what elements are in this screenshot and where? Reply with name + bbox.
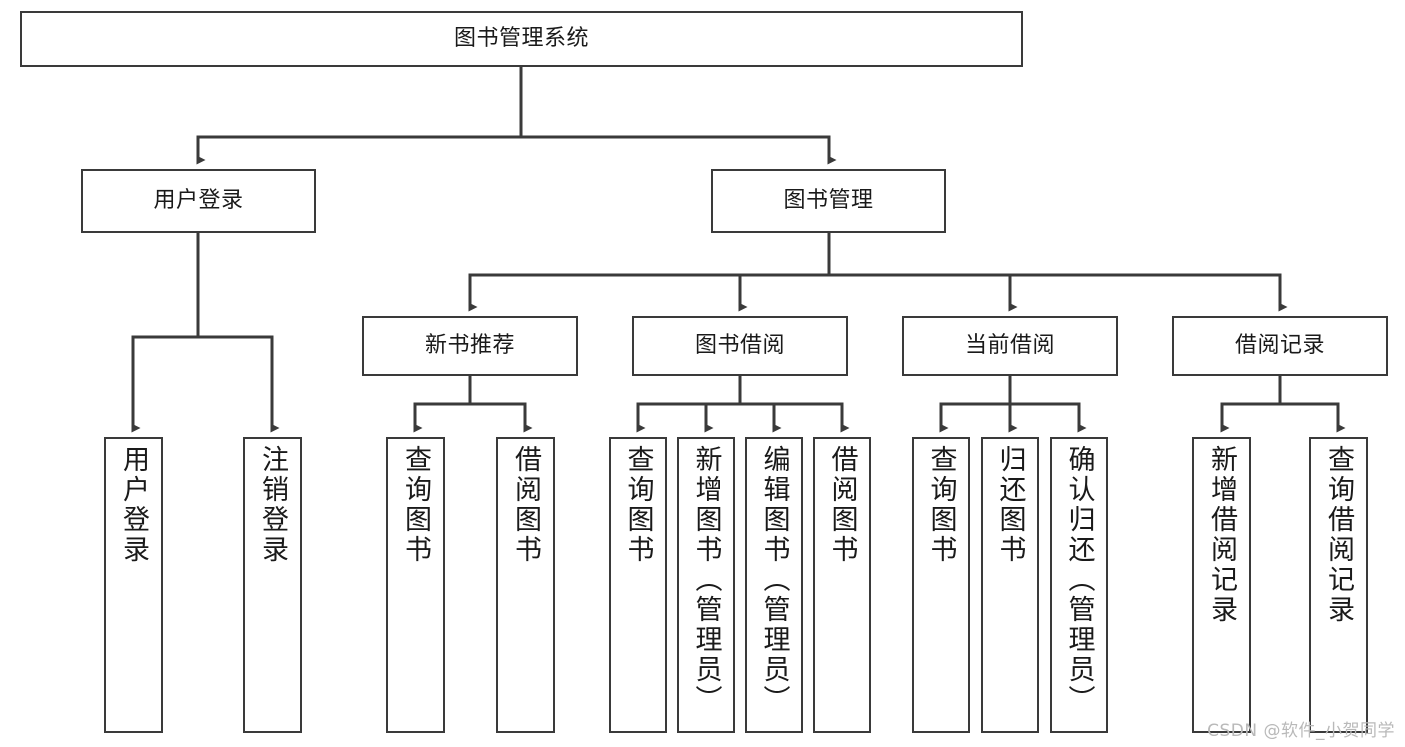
leaf-borrow-book-2[interactable]: 借阅图书	[813, 437, 871, 733]
leaf-query-borrow-record-label: 查询借阅记录	[1323, 445, 1354, 625]
leaf-borrow-book-2-label: 借阅图书	[826, 445, 858, 565]
node-user-login[interactable]: 用户登录	[81, 169, 316, 233]
node-new-book-recommend[interactable]: 新书推荐	[362, 316, 578, 376]
node-current-borrow-label: 当前借阅	[964, 332, 1055, 358]
leaf-add-borrow-record[interactable]: 新增借阅记录	[1192, 437, 1251, 733]
node-borrow-record[interactable]: 借阅记录	[1172, 316, 1388, 376]
leaf-user-login-label: 用户登录	[118, 445, 149, 565]
node-new-book-recommend-label: 新书推荐	[424, 332, 515, 358]
leaf-query-book-3[interactable]: 查询图书	[912, 437, 970, 733]
node-root-label: 图书管理系统	[453, 25, 589, 51]
node-current-borrow[interactable]: 当前借阅	[902, 316, 1118, 376]
leaf-logout-login-label: 注销登录	[257, 445, 288, 565]
leaf-add-book-admin[interactable]: 新增图书（管理员）	[677, 437, 735, 733]
leaf-query-book-3-label: 查询图书	[925, 445, 957, 565]
node-book-management-label: 图书管理	[783, 187, 874, 213]
node-user-login-label: 用户登录	[153, 187, 244, 213]
leaf-add-borrow-record-label: 新增借阅记录	[1206, 445, 1237, 625]
leaf-borrow-book-1-label: 借阅图书	[510, 445, 541, 565]
leaf-return-book[interactable]: 归还图书	[981, 437, 1039, 733]
leaf-add-book-admin-label: 新增图书（管理员）	[690, 445, 722, 715]
leaf-query-book-1-label: 查询图书	[400, 445, 431, 565]
leaf-edit-book-admin[interactable]: 编辑图书（管理员）	[745, 437, 803, 733]
leaf-query-book-2-label: 查询图书	[622, 445, 654, 565]
leaf-return-book-label: 归还图书	[994, 445, 1026, 565]
leaf-query-borrow-record[interactable]: 查询借阅记录	[1309, 437, 1368, 733]
leaf-query-book-1[interactable]: 查询图书	[386, 437, 445, 733]
leaf-confirm-return-admin-label: 确认归还（管理员）	[1063, 445, 1095, 715]
node-book-borrow-label: 图书借阅	[694, 332, 785, 358]
leaf-user-login[interactable]: 用户登录	[104, 437, 163, 733]
leaf-confirm-return-admin[interactable]: 确认归还（管理员）	[1050, 437, 1108, 733]
leaf-borrow-book-1[interactable]: 借阅图书	[496, 437, 555, 733]
watermark: CSDN @软件_小贺同学	[1207, 721, 1395, 741]
node-borrow-record-label: 借阅记录	[1234, 332, 1325, 358]
leaf-logout-login[interactable]: 注销登录	[243, 437, 302, 733]
leaf-query-book-2[interactable]: 查询图书	[609, 437, 667, 733]
node-book-management[interactable]: 图书管理	[711, 169, 946, 233]
node-book-borrow[interactable]: 图书借阅	[632, 316, 848, 376]
node-root[interactable]: 图书管理系统	[20, 11, 1023, 67]
leaf-edit-book-admin-label: 编辑图书（管理员）	[758, 445, 790, 715]
